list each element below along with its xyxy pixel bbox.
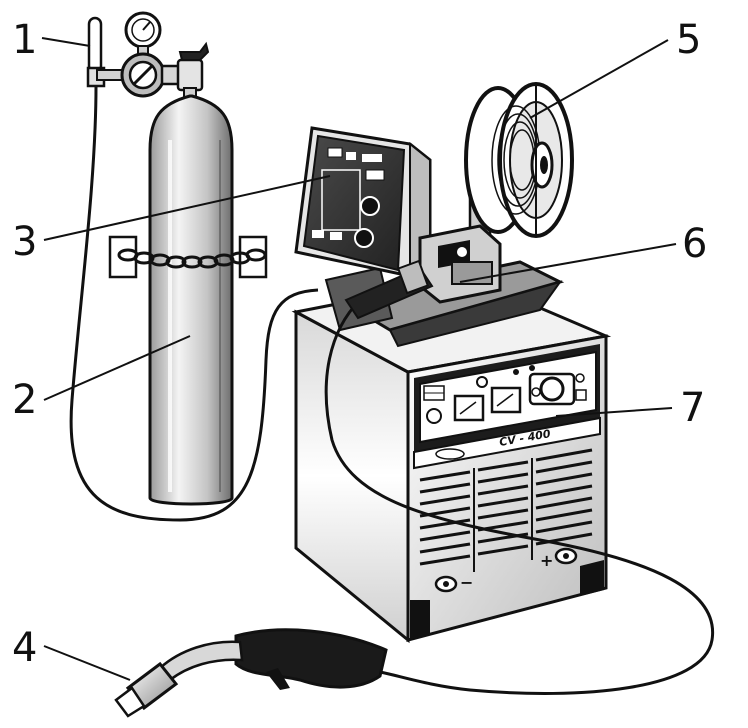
welding-torch [114, 628, 388, 718]
current-dial [528, 372, 576, 406]
torch-cable [324, 298, 715, 695]
cylinder-chain [108, 235, 268, 279]
ammeter [453, 394, 485, 422]
voltage-knob [426, 408, 442, 424]
wire-speed-knob [360, 196, 380, 216]
leader-line-4 [43, 645, 131, 681]
leader-line-2 [43, 335, 191, 401]
power-switch [423, 385, 445, 401]
torch-connector [344, 259, 434, 320]
gas-cylinder [148, 94, 234, 506]
flowmeter [86, 16, 138, 88]
callout-2: 2 [12, 377, 38, 423]
voltage-trim-knob [354, 228, 374, 248]
leader-line-1 [41, 37, 91, 47]
positive-terminal: + [540, 547, 578, 570]
negative-terminal-label: − [460, 573, 473, 592]
control-box [294, 126, 432, 278]
leader-line-5 [529, 39, 669, 119]
leader-lines [41, 37, 677, 681]
callout-1: 1 [12, 17, 38, 63]
positive-terminal-label: + [540, 551, 553, 570]
leader-line-7 [555, 407, 673, 417]
voltmeter [490, 386, 522, 414]
callout-3: 3 [12, 219, 38, 265]
leader-line-3 [43, 175, 331, 241]
callout-7: 7 [680, 385, 706, 431]
drive-roll-housing [418, 224, 502, 304]
power-source-cabinet: CV - 400 [291, 276, 612, 644]
callout-4: 4 [12, 625, 38, 671]
wire-spool [464, 82, 574, 264]
callout-6: 6 [682, 221, 708, 267]
callout-5: 5 [676, 17, 702, 63]
leader-line-6 [459, 243, 677, 283]
negative-terminal: − [434, 573, 473, 593]
regulator-body [120, 41, 210, 99]
gas-hose [69, 85, 319, 522]
